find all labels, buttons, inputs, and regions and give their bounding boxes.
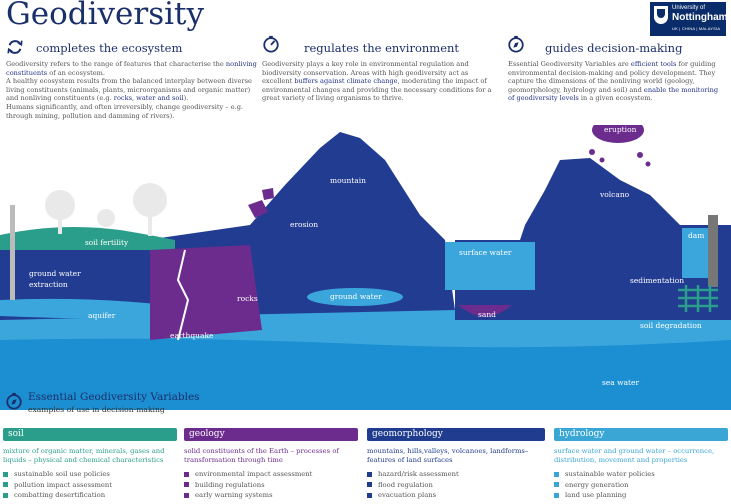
variables-heading: Essential Geodiversity Variables	[28, 391, 200, 403]
eruption-cloud	[592, 125, 644, 143]
ecosystem-highlight-2: rocks, water and soil	[113, 94, 184, 103]
page-title: Geodiversity	[6, 0, 205, 32]
decision-text-3: in a given ecosystem.	[578, 94, 653, 103]
crest-icon	[654, 6, 668, 24]
category-geology-description: solid constituents of the Earth – proces…	[184, 447, 339, 464]
list-item: hazard/risk assessment	[367, 469, 545, 480]
category-soil-uses: sustainable soil use policies pollution …	[3, 469, 177, 501]
gauge-icon	[263, 35, 279, 53]
ecosystem-text-2: of an ecosystem.	[47, 68, 105, 77]
environment-text: Geodiversity plays a key role in environ…	[262, 60, 494, 103]
environment-icon-wrap	[262, 35, 280, 57]
aquifer-layer	[0, 298, 175, 319]
category-hydrology-description: surface water and ground water – occurre…	[554, 447, 715, 464]
category-hydrology: hydrology surface water and ground water…	[554, 428, 728, 501]
list-item: early warning systems	[184, 490, 358, 501]
label-rocks: rocks	[237, 294, 258, 303]
label-surface-water: surface water	[459, 248, 512, 257]
environment-text-2: , moderating the impact of environmental…	[262, 77, 492, 103]
earthquake-crack	[176, 249, 190, 341]
ecosystem-icon-wrap	[6, 38, 24, 60]
label-ground-water-extraction-2: extraction	[29, 280, 68, 289]
label-earthquake: earthquake	[170, 331, 214, 340]
list-item: evacuation plans	[367, 490, 545, 501]
category-hydrology-uses: sustainable water policies energy genera…	[554, 469, 728, 501]
ecosystem-highlight-1: nonliving constituents	[6, 60, 257, 77]
label-sand: sand	[478, 310, 496, 319]
label-erosion: erosion	[290, 220, 318, 229]
list-item: land use planning	[554, 490, 728, 501]
decision-icon-wrap	[507, 35, 525, 57]
sand-deposit	[458, 305, 512, 317]
list-item: combatting desertification	[3, 490, 177, 501]
decision-highlight-1: efficient tools	[630, 60, 677, 68]
label-soil-fertility: soil fertility	[85, 238, 129, 247]
compass-icon	[6, 392, 22, 410]
environment-highlight-1: buffers against climate change	[294, 77, 398, 86]
environment-heading: regulates the environment	[304, 41, 460, 55]
label-dam: dam	[688, 231, 704, 240]
ecosystem-text-3: A healthy ecosystem results from the bal…	[6, 77, 252, 103]
cycle-arrows-icon	[7, 40, 23, 54]
decision-text-1: Essential Geodiversity Variables are	[508, 60, 631, 68]
list-item: pollution impact assessment	[3, 480, 177, 491]
label-ground-water-extraction-1: ground water	[29, 269, 81, 278]
label-sedimentation: sedimentation	[630, 276, 684, 285]
list-item: sustainable soil use policies	[3, 469, 177, 480]
volcano-shape	[455, 158, 690, 320]
list-item: environmental impact assessment	[184, 469, 358, 480]
ecosystem-text-4: ).	[183, 94, 189, 103]
list-item: energy generation	[554, 480, 728, 491]
ground-water-lens	[307, 288, 403, 306]
label-mountain: mountain	[330, 176, 366, 185]
university-logo: University of Nottingham UK | CHINA | MA…	[650, 2, 728, 36]
logo-line-2: Nottingham	[672, 12, 728, 23]
label-eruption: eruption	[604, 125, 637, 134]
logo-line-1: University of	[672, 5, 706, 11]
category-geomorphology-uses: hazard/risk assessment flood regulation …	[367, 469, 545, 501]
reservoir	[682, 228, 708, 278]
ecosystem-text-5: Humans significantly, and often irrevers…	[6, 102, 244, 120]
variables-icon-wrap	[5, 392, 23, 414]
ecosystem-text-1: Geodiversity refers to the range of feat…	[6, 60, 226, 68]
decision-heading: guides decision-making	[545, 41, 683, 55]
category-hydrology-bar: hydrology	[554, 428, 728, 441]
label-soil-degradation: soil degradation	[640, 321, 702, 330]
soil-layer	[0, 226, 175, 250]
category-geomorphology: geomorphology mountains, hills,valleys, …	[367, 428, 545, 501]
category-soil-bar: soil	[3, 428, 177, 441]
ecosystem-text: Geodiversity refers to the range of feat…	[6, 60, 261, 120]
dam-wall	[708, 215, 718, 287]
category-geology-bar: geology	[184, 428, 358, 441]
list-item: building regulations	[184, 480, 358, 491]
mountain-shape	[0, 132, 455, 320]
list-item: flood regulation	[367, 480, 545, 491]
decision-text-2: for guiding environmental decision-makin…	[508, 60, 716, 94]
decision-text: Essential Geodiversity Variables are eff…	[508, 60, 723, 103]
category-soil: soil mixture of organic matter, minerals…	[3, 428, 177, 501]
label-sea-water: sea water	[602, 378, 639, 387]
category-geomorphology-bar: geomorphology	[367, 428, 545, 441]
label-volcano: volcano	[599, 190, 630, 199]
compass-icon	[508, 35, 524, 53]
list-item: sustainable water policies	[554, 469, 728, 480]
label-ground-water: ground water	[330, 292, 382, 301]
label-aquifer: aquifer	[88, 311, 116, 320]
logo-line-3: UK | CHINA | MALAYSIA	[672, 26, 721, 31]
decision-highlight-2: enable the monitoring of geodiversity le…	[508, 85, 719, 103]
surface-water-lake	[445, 242, 535, 290]
variables-subheading: examples of use in decision-making	[28, 405, 165, 414]
category-geology: geology solid constituents of the Earth …	[184, 428, 358, 501]
rocks-zone	[150, 245, 262, 340]
geodiversity-landscape-illustration: soil fertility ground water extraction a…	[0, 125, 731, 410]
category-geology-uses: environmental impact assessment building…	[184, 469, 358, 501]
category-soil-description: mixture of organic matter, minerals, gas…	[3, 447, 165, 464]
environment-text-1: Geodiversity plays a key role in environ…	[262, 60, 469, 86]
category-geomorphology-description: mountains, hills,valleys, volcanoes, lan…	[367, 447, 529, 464]
ecosystem-heading: completes the ecosystem	[36, 41, 183, 55]
